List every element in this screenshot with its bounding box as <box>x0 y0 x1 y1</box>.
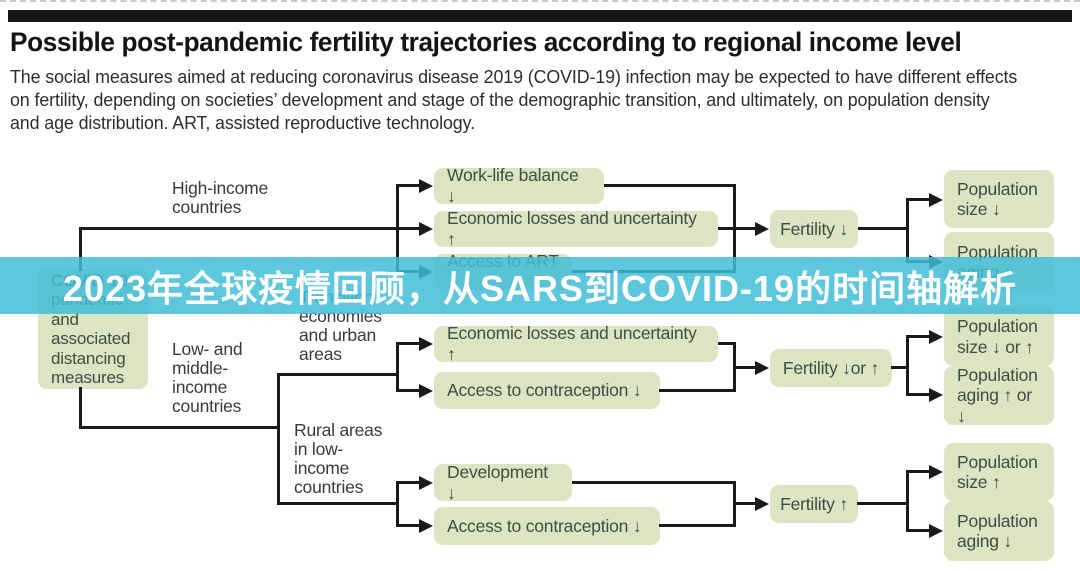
arrowhead-icon <box>755 222 769 236</box>
node-fertility-down-or-up: Fertility ↓or ↑ <box>770 349 892 387</box>
node-population-aging-down: Population aging ↓ <box>944 501 1054 561</box>
arrowhead-icon <box>419 519 433 533</box>
arrowhead-icon <box>929 330 943 344</box>
node-population-size-down-or-up: Population size ↓ or ↑ <box>944 307 1054 366</box>
connector-line <box>79 426 280 429</box>
arrowhead-icon <box>419 222 433 236</box>
connector-line <box>396 184 420 187</box>
connector-line <box>733 227 756 230</box>
watermark-banner: 2023年全球疫情回顾，从SARS到COVID-19的时间轴解析 <box>0 257 1080 314</box>
connector-line <box>396 389 420 392</box>
connector-line <box>906 393 930 396</box>
connector-line <box>906 335 930 338</box>
arrowhead-icon <box>755 497 769 511</box>
connector-line <box>659 524 736 527</box>
connector-line <box>857 502 909 505</box>
connector-line <box>277 373 399 376</box>
arrowhead-icon <box>929 524 943 538</box>
arrowhead-icon <box>419 179 433 193</box>
label-high-income-countries: High-income countries <box>172 178 269 217</box>
node-label: Population aging ↓ <box>957 510 1038 552</box>
arrowhead-icon <box>929 465 943 479</box>
node-label: Access to contraception ↓ <box>447 515 642 536</box>
node-label: Economic losses and uncertainty ↑ <box>447 208 697 249</box>
arrowhead-icon <box>419 337 433 351</box>
connector-line <box>659 389 736 392</box>
connector-line <box>572 481 736 484</box>
connector-line <box>718 227 736 230</box>
label-low-middle-income-countries: Low- and middle- income countries <box>172 339 243 416</box>
connector-line <box>718 342 736 345</box>
node-label: Work-life balance ↓ <box>447 165 579 206</box>
node-label: Population size ↓ <box>957 178 1038 220</box>
connector-line <box>396 481 420 484</box>
connector-line <box>396 524 420 527</box>
connector-line <box>891 366 909 369</box>
node-economic-losses-2: Economic losses and uncertainty ↑ <box>434 323 718 364</box>
connector-line <box>79 227 82 271</box>
node-population-aging-up-or-down: Population aging ↑ or ↓ <box>944 364 1054 426</box>
top-rule <box>8 10 1072 22</box>
connector-line <box>277 502 399 505</box>
watermark-text: 2023年全球疫情回顾，从SARS到COVID-19的时间轴解析 <box>62 267 1018 309</box>
page-subtitle: The social measures aimed at reducing co… <box>10 67 1018 133</box>
connector-line <box>906 470 909 532</box>
node-label: Population aging ↑ or ↓ <box>957 364 1038 426</box>
node-label: Fertility ↓or ↑ <box>782 357 880 378</box>
connector-line <box>396 342 420 345</box>
label-rural-areas: Rural areas in low- income countries <box>294 420 383 497</box>
connector-line <box>733 502 756 505</box>
node-label: Development ↓ <box>447 461 548 503</box>
node-population-size-down: Population size ↓ <box>944 170 1054 228</box>
connector-line <box>396 227 420 230</box>
node-population-size-up: Population size ↑ <box>944 443 1054 501</box>
arrowhead-icon <box>419 476 433 490</box>
connector-line <box>79 227 399 230</box>
connector-line <box>396 481 399 527</box>
arrowhead-icon <box>929 388 943 402</box>
arrowhead-icon <box>755 361 769 375</box>
arrowhead-icon <box>419 384 433 398</box>
connector-line <box>906 470 930 473</box>
connector-line <box>733 366 756 369</box>
node-fertility-down: Fertility ↓ <box>770 210 858 248</box>
connector-line <box>906 198 930 201</box>
connector-line <box>396 342 399 392</box>
connector-line <box>906 198 909 263</box>
node-label: Economic losses and uncertainty ↑ <box>447 323 697 364</box>
node-fertility-up: Fertility ↑ <box>770 485 858 523</box>
node-development: Development ↓ <box>434 461 572 503</box>
node-access-to-contraception-1: Access to contraception ↓ <box>434 372 660 409</box>
node-work-life-balance: Work-life balance ↓ <box>434 165 604 206</box>
arrowhead-icon <box>929 193 943 207</box>
node-label: Fertility ↑ <box>780 493 848 514</box>
node-economic-losses-1: Economic losses and uncertainty ↑ <box>434 208 718 249</box>
connector-line <box>906 529 930 532</box>
node-access-to-contraception-2: Access to contraception ↓ <box>434 507 660 545</box>
connector-line <box>604 184 736 187</box>
node-label: Fertility ↓ <box>780 218 848 239</box>
connector-line <box>906 335 909 396</box>
connector-line <box>858 227 909 230</box>
node-label: Population size ↓ or ↑ <box>957 316 1038 357</box>
node-label: Population size ↑ <box>957 451 1038 493</box>
connector-line <box>277 373 280 505</box>
page-title: Possible post-pandemic fertility traject… <box>10 27 962 57</box>
node-label: Access to contraception ↓ <box>447 380 642 400</box>
connector-line <box>79 387 82 428</box>
